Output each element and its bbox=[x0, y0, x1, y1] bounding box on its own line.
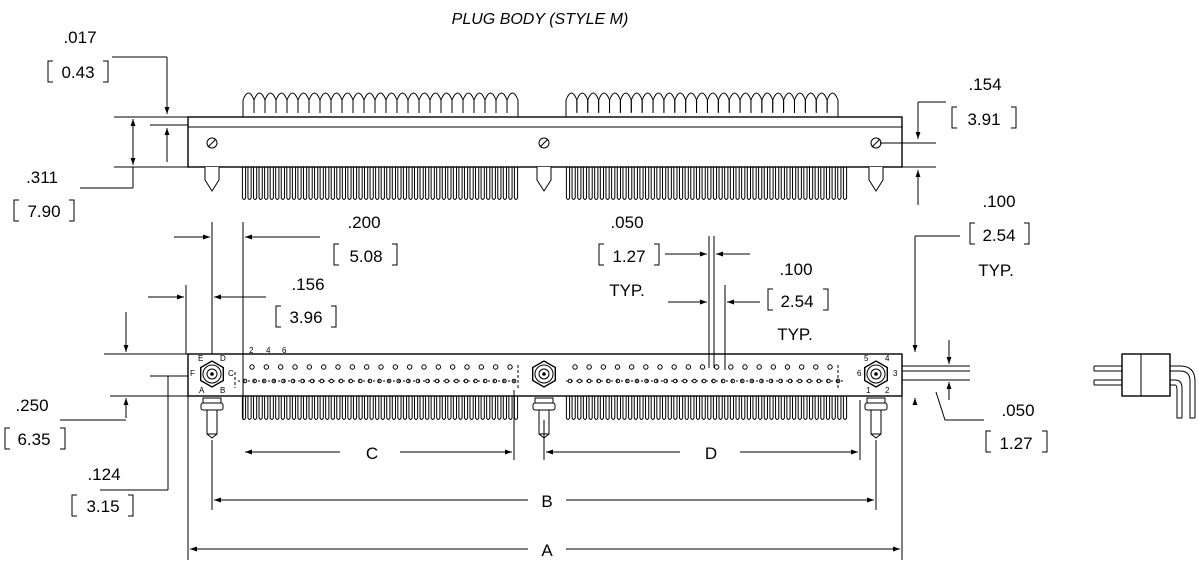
svg-text:6: 6 bbox=[857, 369, 862, 378]
svg-text:6: 6 bbox=[282, 346, 287, 355]
front-pin-row bbox=[241, 396, 848, 420]
svg-text:2: 2 bbox=[885, 386, 890, 395]
svg-text:.100: .100 bbox=[982, 192, 1015, 211]
dim-124: .124 3.15 bbox=[71, 375, 188, 517]
dim-250: .250 6.35 bbox=[4, 312, 188, 450]
svg-text:F: F bbox=[190, 369, 195, 378]
dim-311: .311 7.90 bbox=[13, 116, 188, 222]
svg-text:B: B bbox=[220, 386, 225, 395]
svg-text:C: C bbox=[228, 369, 234, 378]
dim-d: D bbox=[543, 400, 861, 463]
svg-text:2: 2 bbox=[249, 346, 254, 355]
screw-left bbox=[204, 137, 220, 192]
dim-100-typ-mid: .100 2.54 TYP. bbox=[668, 260, 829, 370]
svg-text:B: B bbox=[541, 492, 552, 511]
svg-text:5.08: 5.08 bbox=[349, 247, 382, 266]
dim-050-typ: .050 1.27 TYP. bbox=[598, 213, 750, 368]
svg-text:.154: .154 bbox=[968, 75, 1001, 94]
svg-text:4: 4 bbox=[885, 354, 890, 363]
svg-text:D: D bbox=[705, 444, 717, 463]
svg-text:5: 5 bbox=[864, 354, 869, 363]
svg-text:6.35: 6.35 bbox=[17, 430, 50, 449]
dim-a: A bbox=[187, 396, 903, 560]
jackscrews bbox=[199, 360, 888, 439]
dim-100-typ-right: .100 2.54 TYP. bbox=[902, 192, 1030, 405]
svg-text:3.15: 3.15 bbox=[86, 497, 119, 516]
svg-text:.050: .050 bbox=[1001, 401, 1034, 420]
dim-b: B bbox=[211, 440, 877, 511]
svg-text:TYP.: TYP. bbox=[777, 325, 813, 344]
svg-text:0.43: 0.43 bbox=[61, 63, 94, 82]
dim-017: .017 0.43 bbox=[47, 28, 188, 162]
svg-text:D: D bbox=[220, 354, 226, 363]
svg-text:1: 1 bbox=[866, 386, 871, 395]
pin-labels: E D F C A B 2 4 6 5 4 6 3 1 2 bbox=[190, 346, 898, 395]
svg-text:.017: .017 bbox=[63, 28, 96, 47]
svg-text:1.27: 1.27 bbox=[999, 434, 1032, 453]
side-view bbox=[1093, 353, 1196, 419]
lower-pin-row bbox=[241, 167, 848, 200]
svg-text:E: E bbox=[198, 354, 203, 363]
svg-text:7.90: 7.90 bbox=[27, 202, 60, 221]
screw-center bbox=[536, 137, 552, 192]
svg-text:A: A bbox=[541, 541, 553, 560]
svg-text:3: 3 bbox=[893, 369, 898, 378]
upper-pin-comb bbox=[242, 92, 839, 117]
svg-text:.200: .200 bbox=[347, 213, 380, 232]
svg-text:4: 4 bbox=[266, 346, 271, 355]
drawing-title: PLUG BODY (STYLE M) bbox=[452, 11, 629, 28]
dim-050-right: .050 1.27 bbox=[935, 391, 1048, 453]
svg-text:.124: .124 bbox=[87, 465, 120, 484]
svg-text:3.91: 3.91 bbox=[967, 110, 1000, 129]
dim-200: .200 5.08 bbox=[174, 213, 398, 420]
top-view bbox=[187, 92, 903, 200]
dim-156: .156 3.96 bbox=[148, 275, 337, 354]
svg-text:.100: .100 bbox=[779, 260, 812, 279]
dim-154: .154 3.91 bbox=[880, 75, 1017, 205]
svg-text:3.96: 3.96 bbox=[289, 308, 322, 327]
svg-text:2.54: 2.54 bbox=[780, 292, 813, 311]
svg-text:TYP.: TYP. bbox=[609, 281, 645, 300]
svg-text:.050: .050 bbox=[610, 213, 643, 232]
dim-c: C bbox=[245, 390, 515, 463]
svg-text:A: A bbox=[199, 386, 205, 395]
contact-holes bbox=[238, 364, 845, 384]
svg-text:.311: .311 bbox=[26, 168, 58, 187]
svg-text:.156: .156 bbox=[291, 275, 324, 294]
svg-text:1.27: 1.27 bbox=[612, 247, 645, 266]
svg-text:.250: .250 bbox=[15, 396, 48, 415]
svg-text:C: C bbox=[366, 444, 378, 463]
front-view: E D F C A B 2 4 6 5 4 6 3 1 2 bbox=[187, 346, 903, 439]
svg-text:TYP.: TYP. bbox=[978, 261, 1014, 280]
svg-text:2.54: 2.54 bbox=[982, 226, 1015, 245]
